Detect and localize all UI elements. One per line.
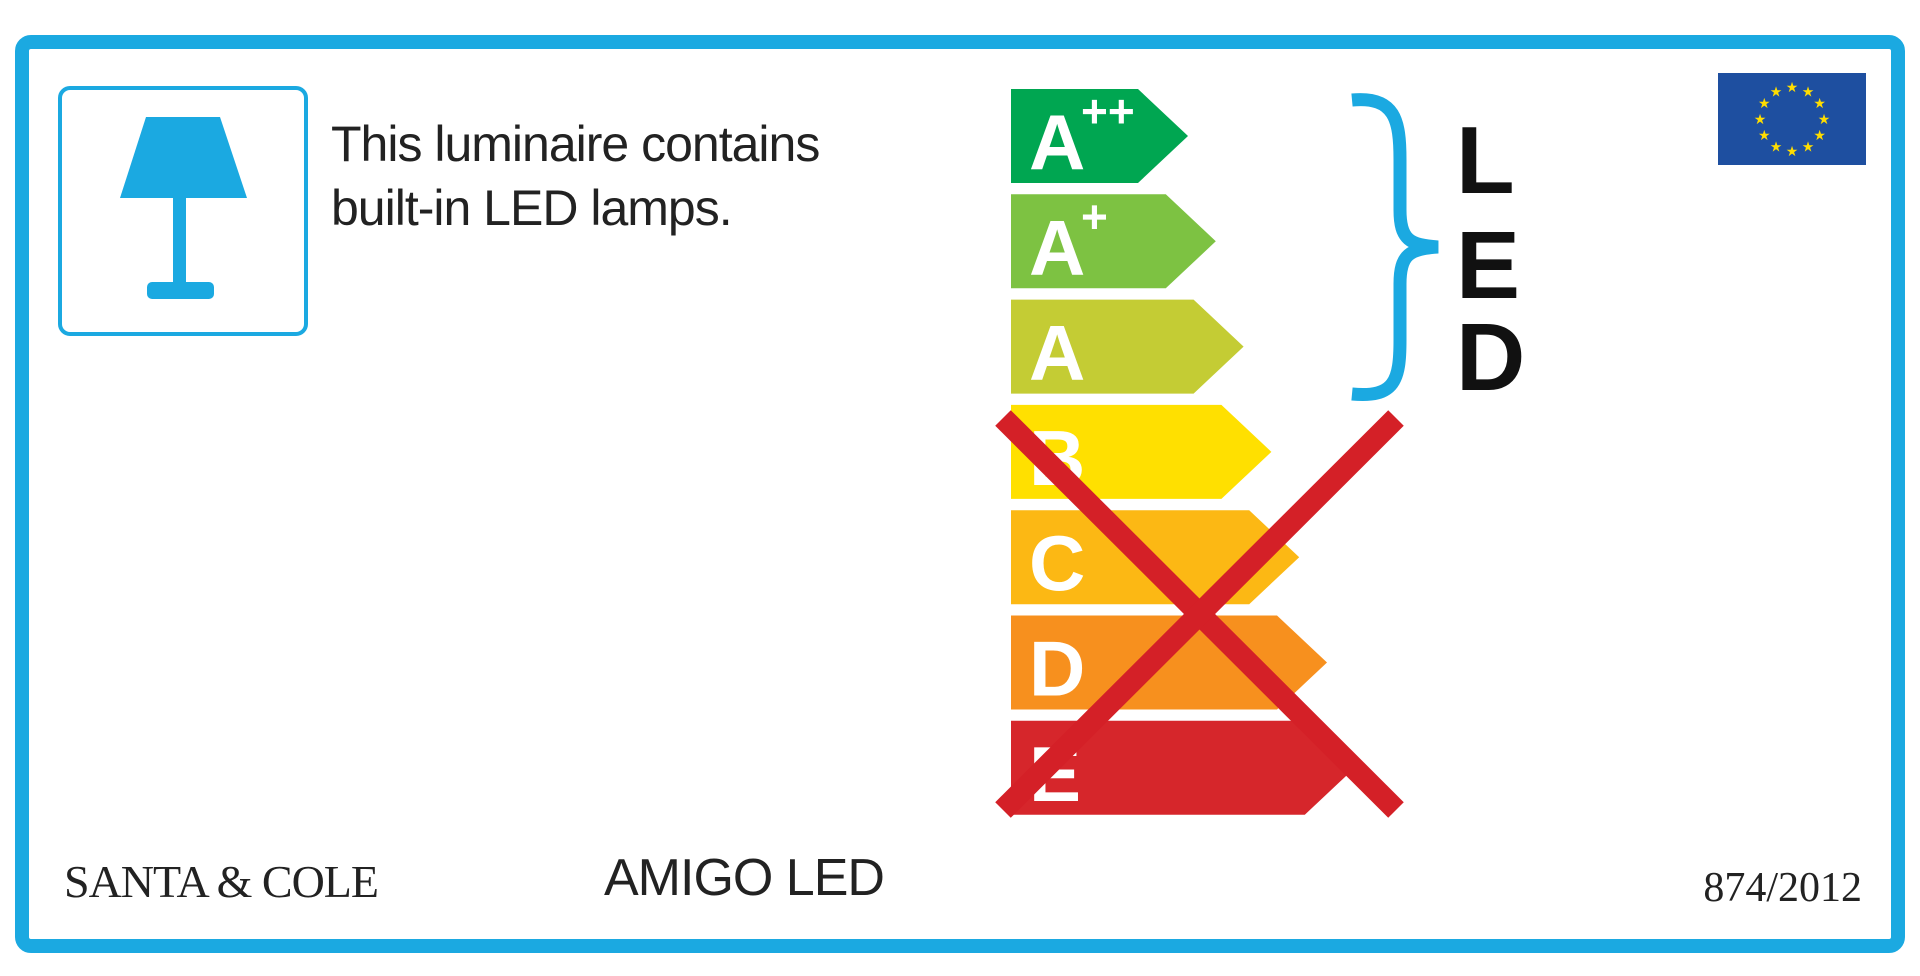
class-arrow [1011, 194, 1216, 289]
eu-star-icon: ★ [1813, 95, 1826, 111]
eu-star-icon: ★ [1770, 83, 1783, 99]
lamp-icon-box [58, 86, 308, 336]
eu-star-icon: ★ [1754, 111, 1767, 127]
regulation-number: 874/2012 [1703, 865, 1862, 911]
energy-class-app: A++ [1011, 85, 1188, 186]
description-line-1: This luminaire contains [331, 116, 820, 172]
class-letter: A [1029, 309, 1085, 397]
led-letter-d: D [1456, 304, 1526, 411]
eu-star-icon: ★ [1818, 111, 1831, 127]
eu-star-icon: ★ [1786, 79, 1799, 95]
class-superscript: ++ [1081, 85, 1135, 137]
table-lamp-icon [120, 117, 247, 299]
brand-name: SANTA & COLE [64, 856, 379, 907]
eu-star-icon: ★ [1758, 127, 1771, 143]
cross-line-2 [995, 410, 1404, 818]
led-letter-e: E [1456, 212, 1521, 319]
led-brace [1351, 93, 1439, 402]
energy-class-ap: A+ [1011, 190, 1216, 291]
energy-class-d: D [1011, 615, 1327, 713]
energy-class-a: A [1011, 299, 1244, 397]
class-arrow [1011, 720, 1355, 815]
eu-star-icon: ★ [1770, 139, 1783, 155]
eu-star-icon: ★ [1786, 143, 1799, 159]
eu-star-icon: ★ [1813, 127, 1826, 143]
led-letter-l: L [1456, 107, 1515, 214]
class-letter: A [1029, 98, 1085, 186]
eu-flag-icon: ★★★★★★★★★★★★ [1718, 73, 1866, 165]
eu-star-icon: ★ [1758, 95, 1771, 111]
eu-star-icon: ★ [1802, 83, 1815, 99]
description-line-2: built-in LED lamps. [331, 180, 733, 236]
class-superscript: + [1081, 190, 1108, 242]
eu-star-icon: ★ [1802, 139, 1815, 155]
class-arrow [1011, 299, 1244, 394]
label-frame [15, 35, 1905, 953]
description: This luminaire contains built-in LED lam… [331, 112, 820, 240]
class-arrow [1011, 89, 1188, 183]
class-letter: D [1029, 625, 1085, 713]
class-letter: A [1029, 203, 1085, 291]
model-name: AMIGO LED [604, 849, 885, 907]
class-letter: C [1029, 519, 1085, 607]
class-arrow [1011, 615, 1327, 710]
